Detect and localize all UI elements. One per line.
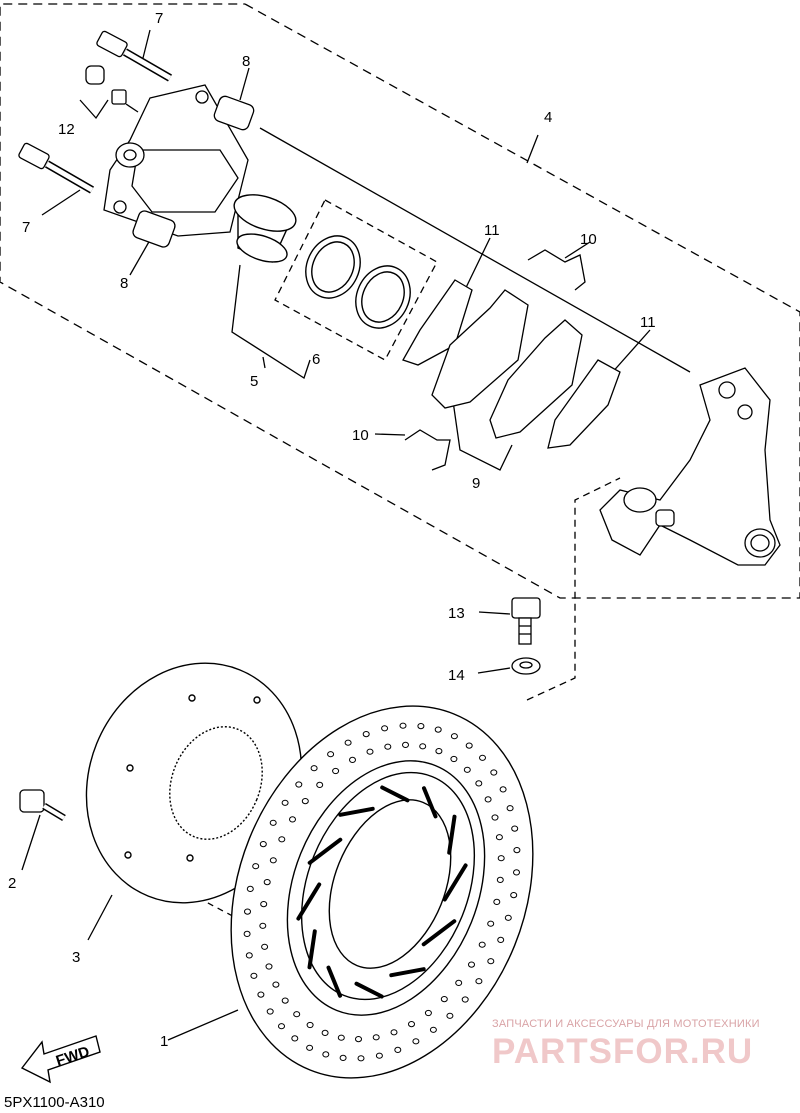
watermark-tagline: ЗАПЧАСТИ И АКСЕССУАРЫ ДЛЯ МОТОТЕХНИКИ: [492, 1018, 760, 1030]
leader-line: [526, 134, 539, 164]
fwd-arrow-icon: FWD: [20, 1035, 101, 1084]
leader-line: [41, 189, 81, 216]
callout-number: 13: [448, 605, 465, 622]
disc-slots: [296, 785, 468, 999]
callout-number: 7: [155, 10, 163, 27]
callout-number: 10: [352, 427, 369, 444]
callout-number: 12: [58, 121, 75, 138]
mounting-bolt: [511, 597, 541, 645]
leader-line: [477, 667, 511, 674]
fwd-label: FWD: [54, 1043, 92, 1070]
piston-seal: [305, 235, 411, 329]
washer: [511, 657, 541, 675]
caliper-bracket: [599, 367, 781, 566]
leader-line: [609, 329, 651, 376]
seal-group-box: [274, 199, 438, 361]
caliper-bolt: [18, 142, 95, 194]
leader-line: [167, 1009, 239, 1041]
mounting-path: [526, 477, 621, 701]
caliper-bolt: [96, 30, 173, 82]
leader-line: [231, 264, 311, 379]
callout-number: 5: [250, 373, 258, 390]
callout-number: 2: [8, 875, 16, 892]
leader-line: [141, 29, 151, 63]
caliper-body: [103, 84, 249, 237]
callout-number: 8: [120, 275, 128, 292]
leader-line: [564, 241, 591, 259]
watermark-logo: PARTSFOR.RU: [492, 1032, 754, 1071]
callout-number: 9: [472, 475, 480, 492]
callout-number: 14: [448, 667, 465, 684]
callout-number: 11: [484, 222, 500, 239]
rotor-bolt: [19, 789, 66, 822]
pad-spring: [404, 249, 586, 471]
leader-line: [478, 611, 511, 615]
leader-line: [79, 99, 109, 120]
bleed-screw: [85, 65, 139, 113]
callout-number: 6: [312, 351, 320, 368]
dust-boot: [132, 95, 255, 248]
callout-number: 7: [22, 219, 30, 236]
piston: [233, 194, 297, 263]
brake-pad: [431, 289, 583, 439]
callout-number: 3: [72, 949, 80, 966]
leader-line: [239, 67, 250, 101]
leader-line: [262, 356, 266, 369]
leader-line: [374, 433, 406, 436]
leader-line: [259, 127, 691, 373]
callout-number: 10: [580, 231, 597, 248]
callout-number: 8: [242, 53, 250, 70]
callout-number: 11: [640, 314, 656, 331]
callout-number: 1: [160, 1033, 168, 1050]
leader-line: [87, 894, 113, 941]
leader-line: [21, 814, 41, 871]
drawing-code: 5PX1100-A310: [4, 1094, 105, 1111]
callout-number: 4: [544, 109, 552, 126]
disc-holes: [243, 722, 521, 1062]
caliper-assembly-boundary: [0, 3, 800, 599]
leader-line: [129, 239, 151, 276]
leader-line: [449, 379, 513, 471]
